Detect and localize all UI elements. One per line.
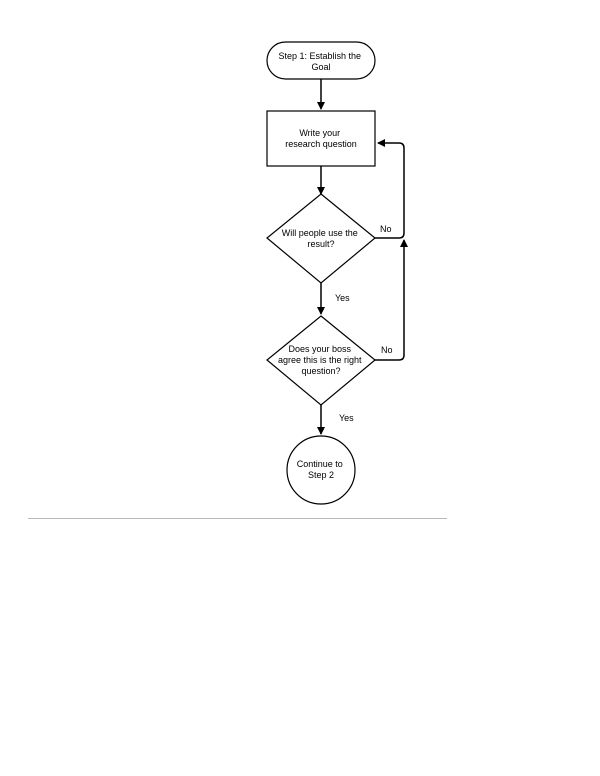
node-label-boss: Does your boss agree this is the right q… [278,344,364,376]
decision-people-use-shape [266,193,376,284]
terminator-start-shape [266,41,376,80]
edge-label-use-yes: Yes [335,293,350,303]
connector-continue-shape [286,435,356,505]
section-divider [28,518,447,519]
node-label-use: Will people use the result? [282,228,361,249]
process-write-question-shape [266,110,376,167]
node-label-continue: Continue to Step 2 [297,459,346,480]
edge-label-use-no: No [380,224,392,234]
edge-boss-no-loop [375,239,408,361]
edge-label-boss-yes: Yes [339,413,354,423]
decision-boss-agree-shape [266,315,376,406]
node-label-start: Step 1: Establish the Goal [278,51,363,72]
edge-use-no-loop [375,139,405,239]
node-label-write: Write your research question [285,128,357,149]
edge-label-boss-no: No [381,345,393,355]
